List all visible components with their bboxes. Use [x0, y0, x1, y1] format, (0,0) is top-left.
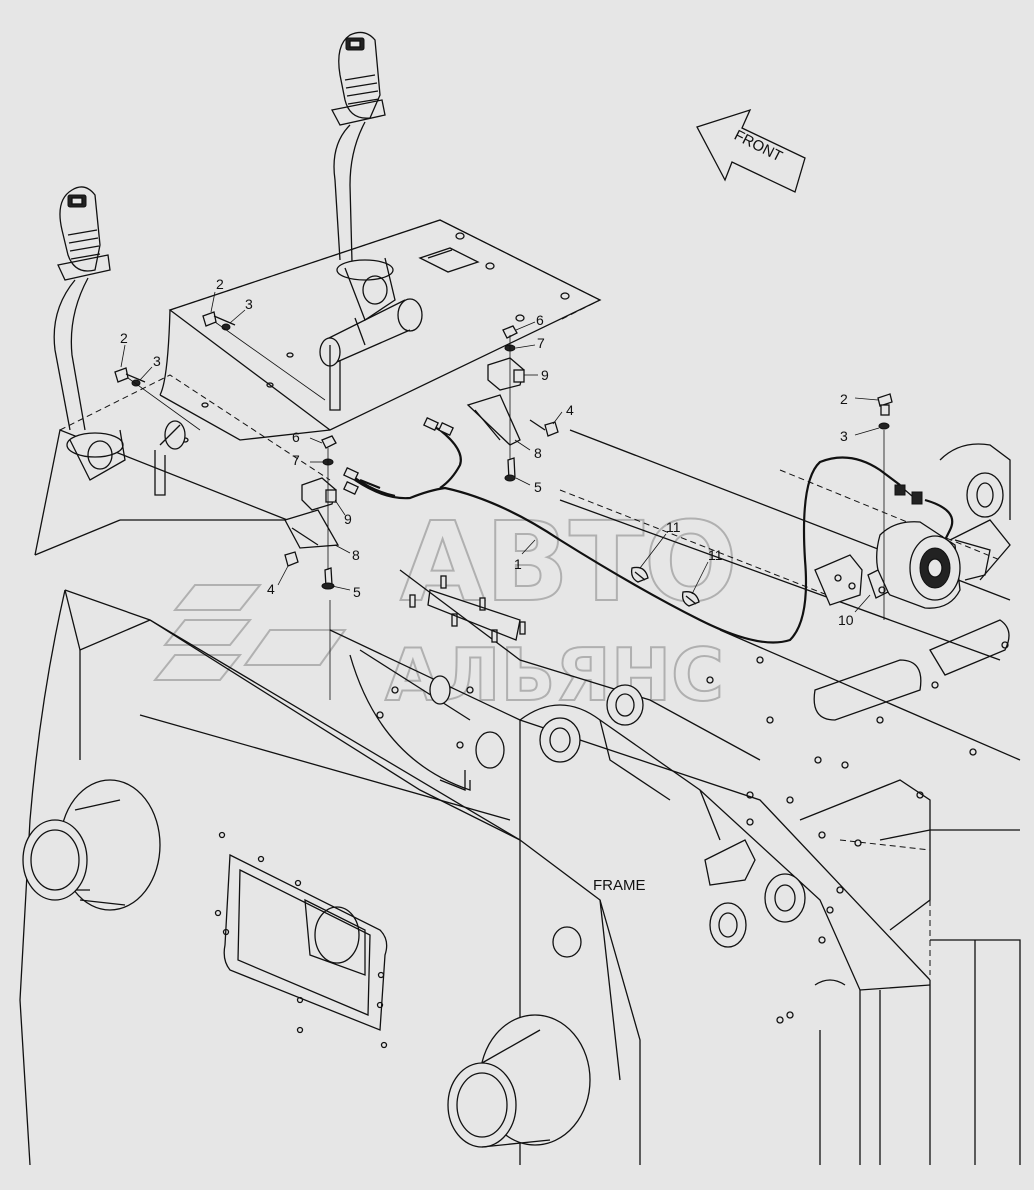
backup-alarm: [814, 393, 991, 620]
callout-3: 3: [153, 353, 161, 369]
callout-6: 6: [292, 429, 300, 445]
callout-3: 3: [840, 428, 848, 444]
joystick-left: [53, 186, 126, 481]
front-direction-arrow: FRONT: [696, 108, 806, 193]
locating-pins: [409, 575, 526, 643]
axle-hub-right: [447, 1014, 591, 1148]
joystick-right: [331, 31, 396, 321]
callout-9: 9: [344, 511, 352, 527]
callout-8: 8: [352, 547, 360, 563]
wire-harness: [343, 416, 954, 644]
callout-11: 11: [708, 547, 723, 563]
watermark-logo: [152, 584, 347, 681]
frame: [19, 429, 1021, 1166]
callout-7: 7: [292, 452, 300, 468]
callout-11: 11: [666, 519, 681, 535]
fastener-group-upper: [114, 291, 326, 431]
control-plate: [34, 219, 602, 556]
frame-bosses: [429, 675, 806, 958]
callout-6: 6: [536, 312, 544, 328]
callout-2: 2: [120, 330, 128, 346]
callout-10: 10: [838, 612, 854, 628]
sensor-bracket-upper: [466, 321, 563, 486]
callout-4: 4: [566, 402, 574, 418]
callout-8: 8: [534, 445, 542, 461]
callout-1: 1: [514, 556, 522, 572]
sensor-bracket-lower: [277, 435, 351, 700]
callout-2: 2: [840, 391, 848, 407]
callout-5: 5: [534, 479, 542, 495]
clamp-11-left: [630, 566, 649, 583]
callout-4: 4: [267, 581, 275, 597]
callout-numbers: 2 3 2 3 6 7 9 4 8 5 6 7 9 8 4 5 1 11 11 …: [120, 276, 854, 628]
frame-rivets: [214, 641, 1009, 1049]
watermark: АВТО АЛЬЯНС: [152, 497, 739, 718]
callout-9: 9: [541, 367, 549, 383]
callout-3: 3: [245, 296, 253, 312]
frame-label: FRAME: [593, 877, 646, 894]
callout-7: 7: [537, 335, 545, 351]
watermark-line2: АЛЬЯНС: [385, 633, 724, 717]
axle-hub-left: [22, 779, 161, 911]
watermark-line1: АВТО: [400, 498, 738, 626]
callout-2: 2: [216, 276, 224, 292]
clamp-11-right: [681, 591, 700, 607]
callout-5: 5: [353, 584, 361, 600]
